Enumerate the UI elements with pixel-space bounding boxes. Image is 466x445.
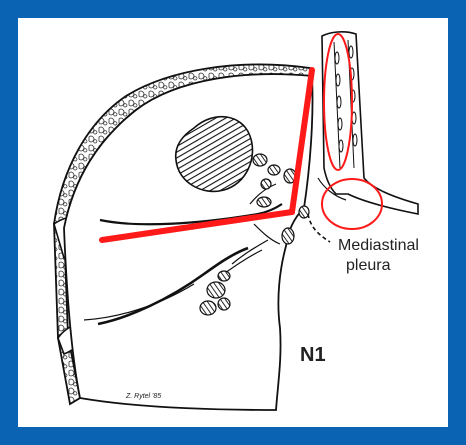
stage-label: N1 [300,344,326,366]
main-bronchus [318,32,418,214]
pleura-label: pleura [346,257,391,274]
mediastinal-label: Mediastinal [338,237,419,254]
artist-signature: Z. Rytel '85 [125,393,161,400]
lung-diagram: Mediastinal pleura N1 Z. Rytel '85 [18,18,448,427]
illustration-panel: Mediastinal pleura N1 Z. Rytel '85 [18,18,448,427]
